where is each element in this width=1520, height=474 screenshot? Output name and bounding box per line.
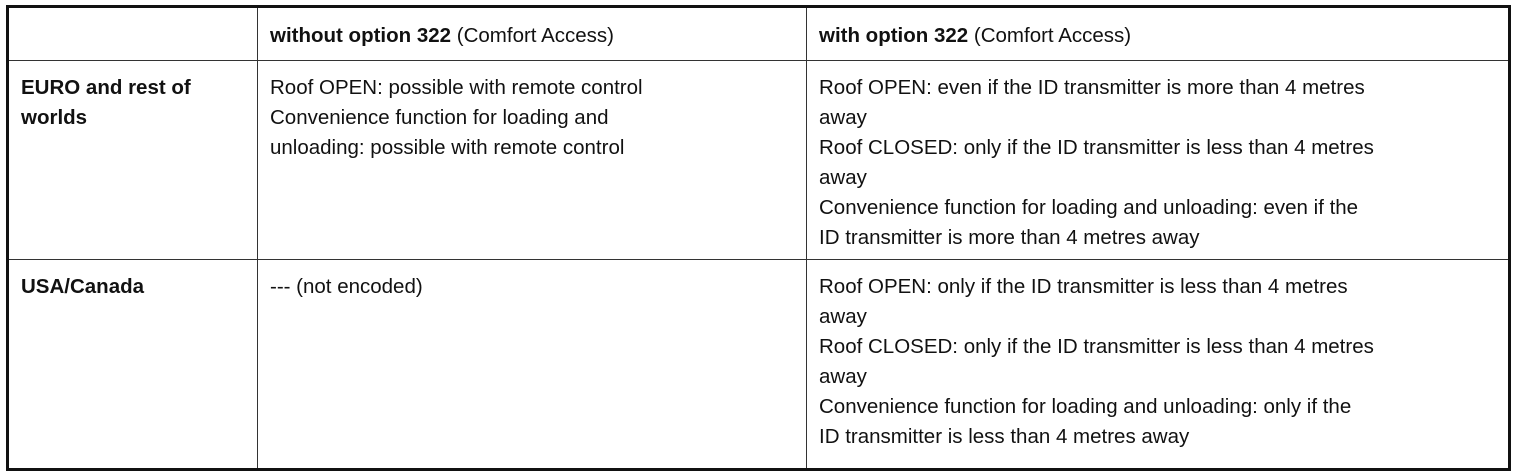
with-option-line: Convenience function for loading and unl… [819, 196, 1359, 219]
without-option-line: unloading: possible with remote control [270, 136, 625, 159]
with-option-line: away [819, 365, 867, 388]
row-label-euro: EURO and rest of worlds [21, 76, 191, 129]
with-option-line: Roof OPEN: only if the ID transmitter is… [819, 275, 1348, 298]
without-option-cell: Roof OPEN: possible with remote control … [257, 60, 807, 260]
row-label-cell: USA/Canada [7, 259, 258, 470]
without-option-cell: --- (not encoded) [257, 259, 807, 470]
with-option-cell: Roof OPEN: even if the ID transmitter is… [806, 60, 1510, 260]
with-option-line: away [819, 166, 867, 189]
header-without-option-cell: without option 322 (Comfort Access) [257, 6, 807, 61]
table-header-row: without option 322 (Comfort Access) with… [7, 6, 1510, 61]
with-option-line: ID transmitter is more than 4 metres awa… [819, 226, 1200, 249]
header-without-option-bold: without option 322 [270, 24, 452, 47]
with-option-line: away [819, 305, 867, 328]
row-label-cell: EURO and rest of worlds [7, 60, 258, 260]
comfort-access-table-container: without option 322 (Comfort Access) with… [6, 5, 1511, 471]
with-option-line: Convenience function for loading and unl… [819, 395, 1352, 418]
header-with-option-cell: with option 322 (Comfort Access) [806, 6, 1510, 61]
with-option-line: Roof OPEN: even if the ID transmitter is… [819, 76, 1365, 99]
header-corner-text [9, 8, 257, 21]
comfort-access-table: without option 322 (Comfort Access) with… [6, 5, 1511, 471]
with-option-line: away [819, 106, 867, 129]
with-option-line: Roof CLOSED: only if the ID transmitter … [819, 136, 1374, 159]
with-option-line: ID transmitter is less than 4 metres awa… [819, 425, 1190, 448]
row-label-usa-canada: USA/Canada [21, 275, 145, 298]
header-corner-cell [7, 6, 258, 61]
table-row-euro: EURO and rest of worlds Roof OPEN: possi… [7, 60, 1510, 260]
header-with-option-bold: with option 322 [819, 24, 969, 47]
without-option-line: --- (not encoded) [270, 275, 423, 298]
with-option-line: Roof CLOSED: only if the ID transmitter … [819, 335, 1374, 358]
header-with-option-suffix: (Comfort Access) [968, 24, 1132, 47]
header-without-option-suffix: (Comfort Access) [451, 24, 614, 47]
without-option-line: Roof OPEN: possible with remote control [270, 76, 643, 99]
with-option-cell: Roof OPEN: only if the ID transmitter is… [806, 259, 1510, 470]
without-option-line: Convenience function for loading and [270, 106, 609, 129]
table-row-usa-canada: USA/Canada --- (not encoded) Roof OPEN: … [7, 259, 1510, 470]
